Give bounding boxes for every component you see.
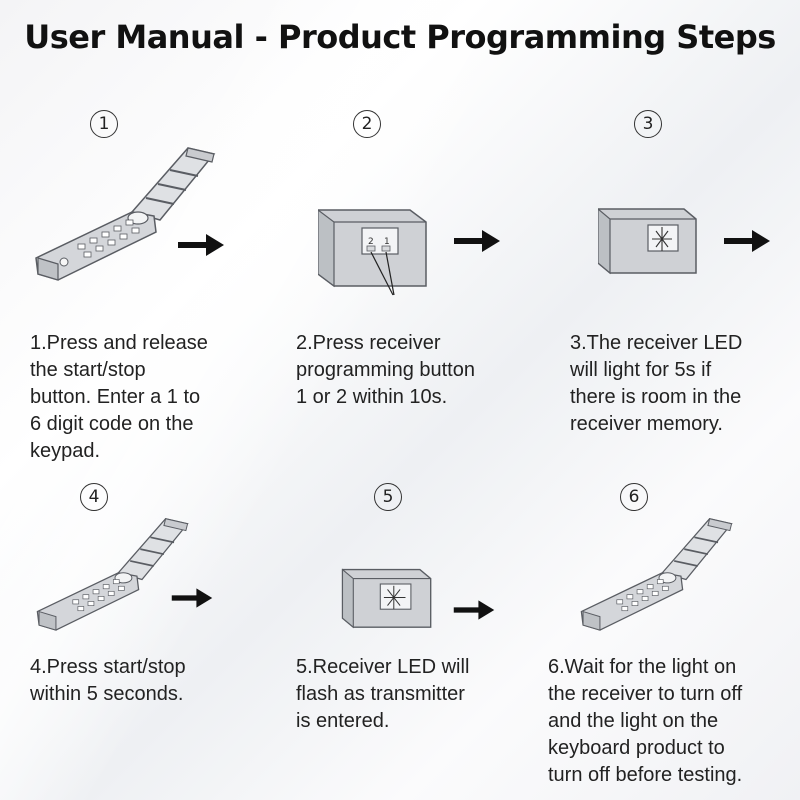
step-3-line: will light for 5s if	[570, 359, 712, 381]
receiver-button-label-1: 1	[384, 237, 390, 247]
step-3-number: 3	[634, 110, 662, 138]
step-2-line: programming button	[296, 359, 475, 381]
step-1-description: 1.Press and release the start/stop butto…	[30, 330, 208, 465]
step-6-line: turn off before testing.	[548, 764, 743, 786]
step-6-line: the receiver to turn off	[548, 683, 743, 705]
keypad-open-illustration	[35, 147, 216, 281]
step-5-description: 5.Receiver LED will flash as transmitter…	[296, 654, 469, 735]
arrow-right-icon	[724, 230, 770, 252]
step-5-number: 5	[374, 483, 402, 511]
step-2-number: 2	[353, 110, 381, 138]
keypad-open-illustration	[36, 518, 189, 631]
step-6-description: 6.Wait for the light on the receiver to …	[548, 654, 742, 789]
step-1-line: the start/stop	[30, 359, 146, 381]
step-5-line: flash as transmitter	[296, 683, 465, 705]
step-6-line: keyboard product to	[548, 737, 725, 759]
arrow-right-icon	[453, 600, 495, 620]
receiver-button-label-2: 2	[368, 237, 374, 247]
step-3-description: 3.The receiver LED will light for 5s if …	[570, 330, 742, 438]
step-6-number: 6	[620, 483, 648, 511]
step-4-number: 4	[80, 483, 108, 511]
page-title: User Manual - Product Programming Steps	[24, 18, 776, 56]
step-2-line: 2.Press receiver	[296, 332, 441, 354]
step-3-line: 3.The receiver LED	[570, 332, 743, 354]
arrow-right-icon	[454, 230, 500, 252]
receiver-buttons-illustration: 2 1	[318, 209, 427, 296]
step-3-line: receiver memory.	[570, 413, 723, 435]
arrow-right-icon	[171, 588, 213, 608]
step-6-line: 6.Wait for the light on	[548, 656, 737, 678]
step-4-line: within 5 seconds.	[30, 683, 184, 705]
step-1-line: 1.Press and release	[30, 332, 208, 354]
step-2-line: 1 or 2 within 10s.	[296, 386, 448, 408]
step-1-line: button. Enter a 1 to	[30, 386, 201, 408]
step-1-number: 1	[90, 110, 118, 138]
step-1-line: keypad.	[30, 440, 101, 462]
step-1-line: 6 digit code on the	[30, 413, 194, 435]
arrow-right-icon	[178, 234, 224, 256]
step-4-description: 4.Press start/stop within 5 seconds.	[30, 654, 186, 708]
step-5-line: 5.Receiver LED will	[296, 656, 470, 678]
step-2-description: 2.Press receiver programming button 1 or…	[296, 330, 475, 411]
receiver-led-on-illustration	[598, 208, 697, 275]
step-6-line: and the light on the	[548, 710, 719, 732]
receiver-led-flash-illustration	[341, 568, 432, 629]
keypad-open-illustration	[580, 518, 733, 631]
step-3-line: there is room in the	[570, 386, 742, 408]
step-4-line: 4.Press start/stop	[30, 656, 186, 678]
step-5-line: is entered.	[296, 710, 390, 732]
